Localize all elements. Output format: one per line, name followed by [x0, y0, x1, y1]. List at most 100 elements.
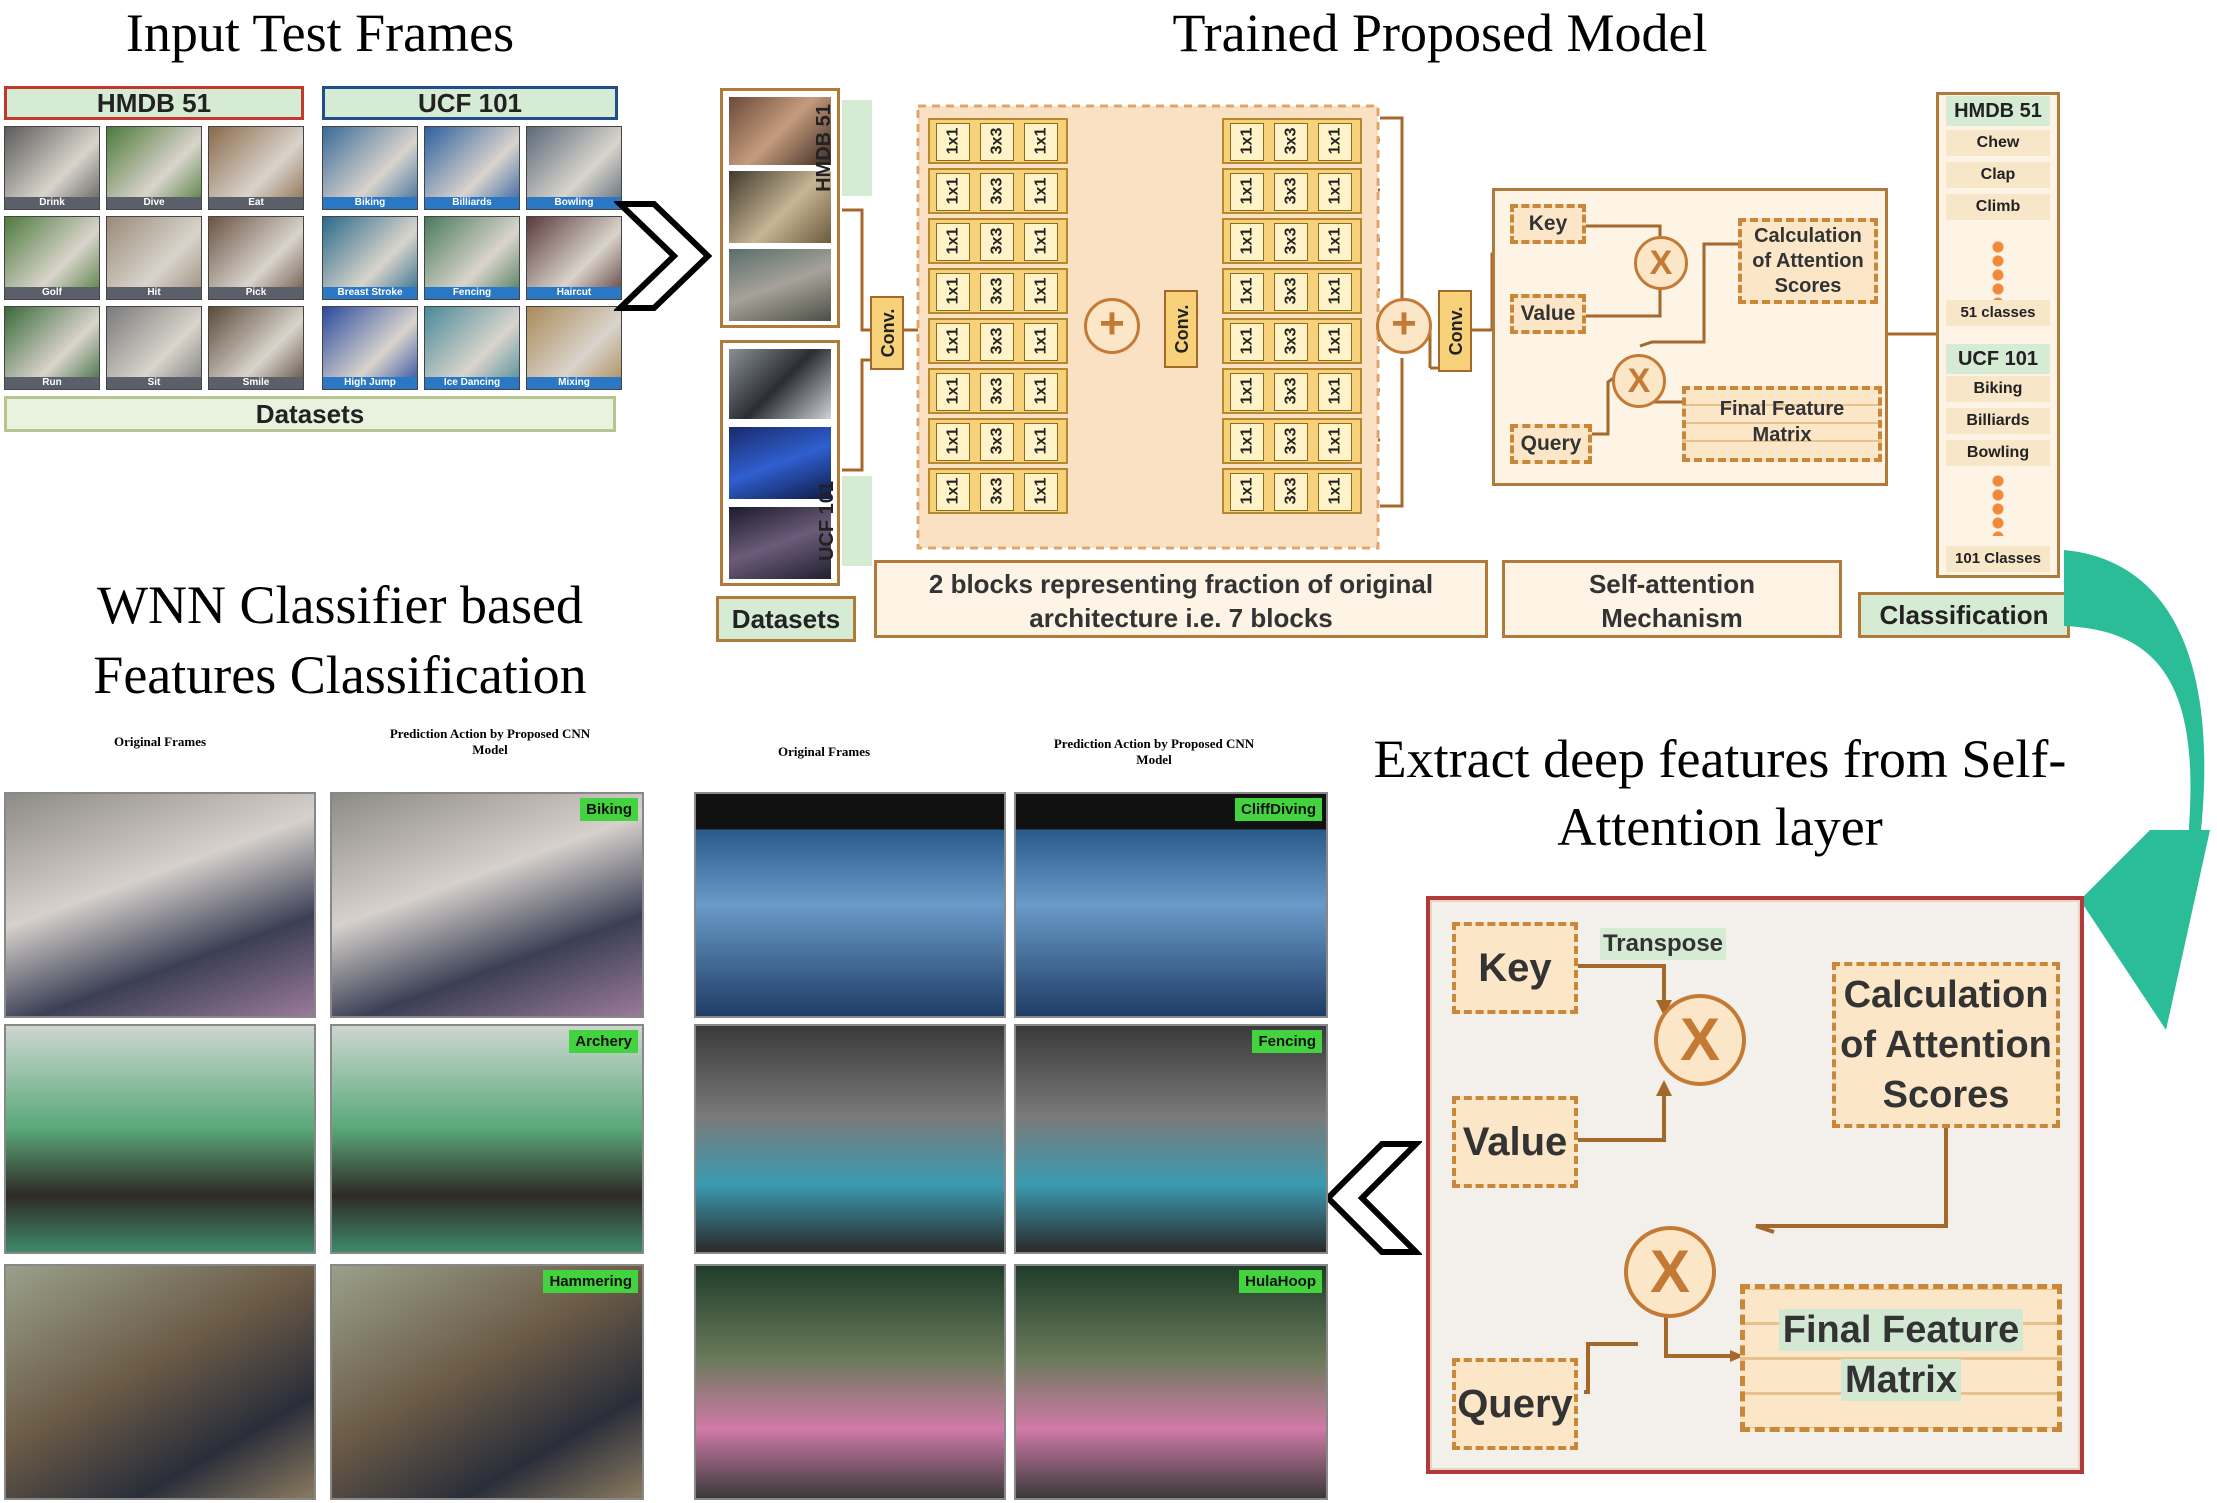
small-multiply-2-text: X — [1627, 362, 1651, 400]
kernel-text: 1x1 — [1325, 227, 1343, 255]
class-item: Chew — [1946, 130, 2050, 156]
right-predicted-frame: Fencing — [1014, 1024, 1328, 1254]
kernel-cell: 1x1 — [1024, 173, 1058, 211]
kernel-text: 3x3 — [987, 477, 1005, 505]
hmdb-photo-3 — [729, 249, 831, 321]
left-predicted-frame: Hammering — [330, 1264, 644, 1500]
small-calc-box: Calculation of Attention Scores — [1738, 218, 1878, 304]
small-value-box: Value — [1510, 294, 1586, 334]
chevron-left-icon — [1323, 1141, 1422, 1255]
hmdb-thumb: Run — [4, 306, 100, 390]
kernel-cell: 1x1 — [1024, 323, 1058, 361]
class-item-label: Biking — [1973, 380, 2023, 397]
kernel-cell: 1x1 — [1230, 223, 1264, 261]
hmdb-thumb-label: Dive — [107, 197, 201, 209]
left-pred-heading-2: Model — [472, 742, 508, 757]
classification-ucf-header: UCF 101 — [1946, 344, 2050, 374]
ucf-thumb: Haircut — [526, 216, 622, 300]
hmdb-thumb: Eat — [208, 126, 304, 210]
kernel-text: 1x1 — [1031, 277, 1049, 305]
kernel-cell: 3x3 — [1274, 423, 1308, 461]
model-ucf-photos — [720, 340, 840, 586]
kernel-cell: 1x1 — [936, 373, 970, 411]
attention-caption: Self-attention Mechanism — [1502, 560, 1842, 638]
prediction-tag: Archery — [569, 1030, 638, 1053]
prediction-tag: Biking — [580, 798, 638, 821]
kernel-text: 1x1 — [1031, 377, 1049, 405]
hmdb-thumb-label: Pick — [209, 287, 303, 299]
class-item-label: Climb — [1975, 198, 2021, 215]
small-final-line1: Final Feature — [1719, 398, 1845, 420]
hmdb-ellipsis — [1992, 240, 2004, 302]
kernel-cell: 3x3 — [980, 273, 1014, 311]
hmdb-photo-2 — [729, 171, 831, 243]
large-key-label: Key — [1478, 946, 1552, 990]
large-query-label: Query — [1457, 1382, 1573, 1426]
classification-hmdb-header: HMDB 51 — [1946, 96, 2050, 126]
left-predicted-frame: Archery — [330, 1024, 644, 1254]
ucf-thumb-label: Fencing — [425, 287, 519, 299]
large-multiply-circle-2: X — [1624, 1226, 1716, 1318]
left-pred-heading-1: Prediction Action by Proposed CNN — [389, 726, 591, 741]
hmdb-thumb-label: Sit — [107, 377, 201, 389]
large-value-label: Value — [1462, 1120, 1568, 1164]
kernel-text: 1x1 — [1031, 477, 1049, 505]
kernel-cell: 1x1 — [1318, 273, 1352, 311]
large-final-line2-wrap: Matrix — [1745, 1355, 2057, 1405]
small-multiply-1-text: X — [1649, 244, 1673, 282]
kernel-text: 3x3 — [1281, 127, 1299, 155]
classification-caption-text: Classification — [1879, 600, 2049, 630]
kernel-cell: 1x1 — [1230, 173, 1264, 211]
model-hmdb-vertical-label: HMDB 51 — [813, 100, 872, 196]
conv-2-label: Conv. — [1172, 304, 1192, 354]
right-original-heading: Original Frames — [777, 744, 871, 759]
kernel-cell: 3x3 — [980, 123, 1014, 161]
kernel-text: 1x1 — [1031, 427, 1049, 455]
kernel-text: 3x3 — [987, 427, 1005, 455]
kernel-text: 1x1 — [1325, 177, 1343, 205]
class-item-label: Clap — [1980, 166, 2016, 183]
ucf-thumb-label: Bowling — [527, 197, 621, 209]
kernel-cell: 1x1 — [1318, 473, 1352, 511]
kernel-cell: 1x1 — [1230, 423, 1264, 461]
ucf-header: UCF 101 — [322, 86, 618, 120]
kernel-cell: 3x3 — [1274, 323, 1308, 361]
large-multiply-circle-1: X — [1654, 994, 1746, 1086]
add-circle-2: + — [1376, 298, 1432, 354]
ucf-thumb: Billiards — [424, 126, 520, 210]
kernel-text: 3x3 — [1281, 227, 1299, 255]
kernel-text: 1x1 — [1031, 227, 1049, 255]
add-circle-1-text: + — [1099, 299, 1125, 348]
ucf-thumb-label: Billiards — [425, 197, 519, 209]
right-predicted-frame: CliffDiving — [1014, 792, 1328, 1018]
small-calc-line2: of Attention — [1752, 250, 1864, 272]
small-query-box: Query — [1510, 424, 1592, 464]
wnn-title-line2: Features Classification — [93, 645, 587, 705]
ucf-thumb: High Jump — [322, 306, 418, 390]
attention-caption-line1: Self-attention — [1588, 569, 1756, 599]
kernel-cell: 1x1 — [1318, 223, 1352, 261]
hmdb-thumb-label: Smile — [209, 377, 303, 389]
ucf-thumb: Biking — [322, 126, 418, 210]
kernel-text: 1x1 — [1325, 127, 1343, 155]
curved-arrow-icon — [2064, 550, 2210, 1030]
kernel-cell: 1x1 — [936, 473, 970, 511]
hmdb-thumb: Golf — [4, 216, 100, 300]
kernel-text: 1x1 — [943, 227, 961, 255]
large-final-line1-wrap: Final Feature — [1745, 1305, 2057, 1355]
small-final-line2: Matrix — [1752, 424, 1812, 446]
transpose-label: Transpose — [1600, 928, 1726, 960]
prediction-tag: Fencing — [1252, 1030, 1322, 1053]
class-item: Clap — [1946, 162, 2050, 188]
ucf-thumb: Mixing — [526, 306, 622, 390]
kernel-text: 3x3 — [987, 277, 1005, 305]
kernel-cell: 1x1 — [1024, 473, 1058, 511]
kernel-cell: 1x1 — [936, 223, 970, 261]
class-item: Billiards — [1946, 408, 2050, 434]
small-multiply-circle-1: X — [1634, 236, 1688, 290]
large-calc-line1: Calculation — [1843, 974, 2049, 1016]
